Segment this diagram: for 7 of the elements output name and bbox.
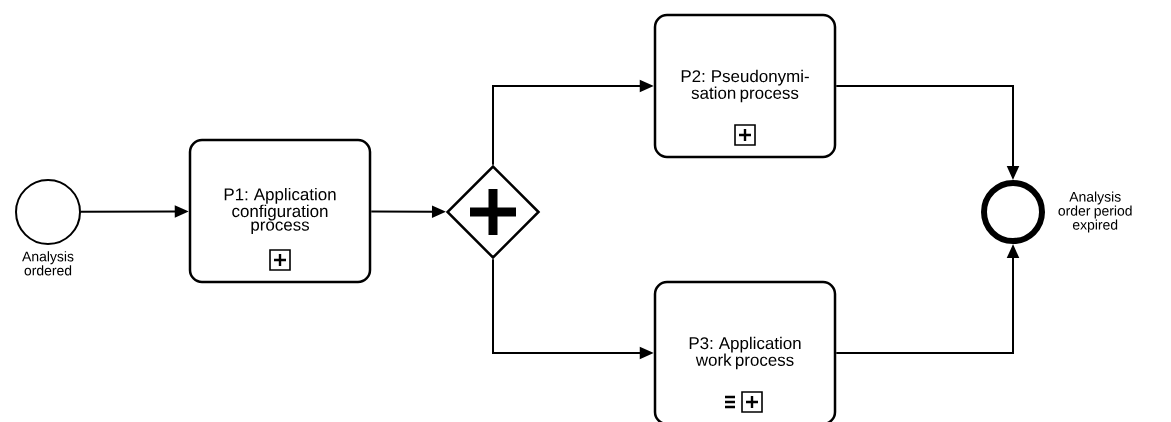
event-label: Analysis ordered: [22, 251, 74, 276]
process-box: P1: Application configuration process: [188, 138, 372, 284]
start-event-circle: [15, 179, 81, 245]
event-label: Analysis order period expired: [1058, 191, 1132, 233]
end-event-circle: [981, 180, 1045, 244]
process-box: P2: Pseudonymi-sation process: [653, 13, 837, 159]
process-box: P3: Application work process: [653, 280, 837, 422]
